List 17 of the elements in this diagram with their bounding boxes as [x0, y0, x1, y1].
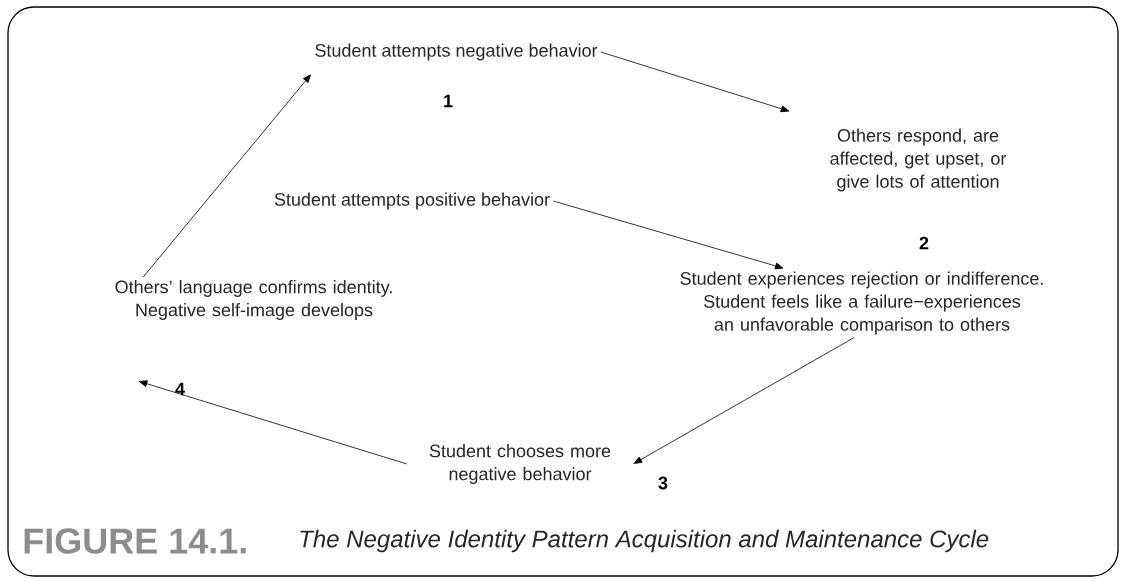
figure-number: FIGURE 14.1. — [24, 528, 246, 554]
step-number: 3 — [658, 476, 668, 490]
node-text: Others’ language confirms identity. Negative self-image develops — [115, 280, 392, 320]
node-text: Student experiences rejection or indifference. Student feels like a failure−experiences an unfavorable comparison to others — [680, 271, 1043, 335]
step-number: 1 — [444, 94, 453, 108]
arrow — [138, 380, 408, 465]
node-text: Student chooses more negative behavior — [429, 444, 611, 484]
arrow — [552, 200, 784, 270]
node-text: Student attempts negative behavior — [315, 43, 598, 61]
step-number: 4 — [175, 382, 185, 396]
node-text: Student attempts positive behavior — [274, 192, 550, 210]
step-number: 2 — [919, 236, 929, 250]
caption: The Negative Identity Pattern Acquisition and Maintenance Cycle — [300, 529, 989, 553]
arrow — [600, 51, 790, 113]
node-text: Others respond, are affected, get upset, or give lots of attention — [830, 128, 1007, 192]
arrow — [142, 74, 311, 278]
arrow — [633, 337, 855, 464]
